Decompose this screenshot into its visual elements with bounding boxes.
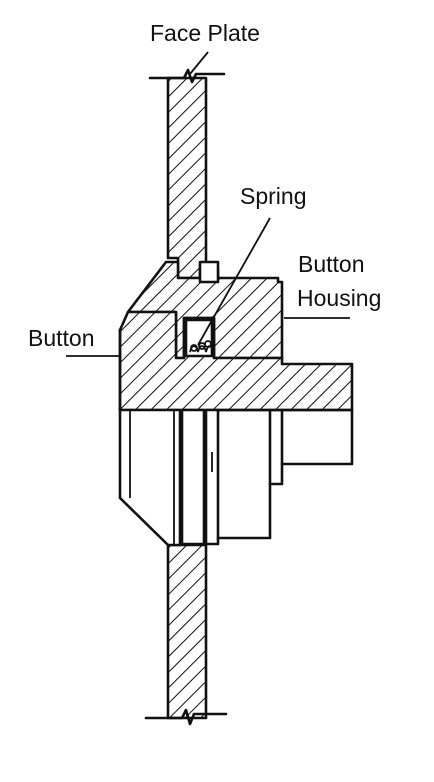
face-plate-label: Face Plate bbox=[150, 20, 260, 46]
housing-notch bbox=[198, 260, 220, 284]
face-plate-upper bbox=[148, 68, 226, 280]
leader-face-plate bbox=[189, 51, 209, 75]
button-housing-label-line2: Housing bbox=[297, 285, 382, 311]
button-body bbox=[118, 310, 354, 412]
spring bbox=[184, 318, 214, 358]
button-housing-label-line1: Button bbox=[298, 251, 365, 277]
button-label: Button bbox=[28, 325, 95, 351]
leader-lines bbox=[66, 51, 350, 357]
button-lower-body bbox=[118, 408, 354, 547]
face-plate-lower bbox=[144, 543, 228, 726]
spring-label: Spring bbox=[240, 183, 307, 209]
leader-spring bbox=[197, 217, 271, 346]
